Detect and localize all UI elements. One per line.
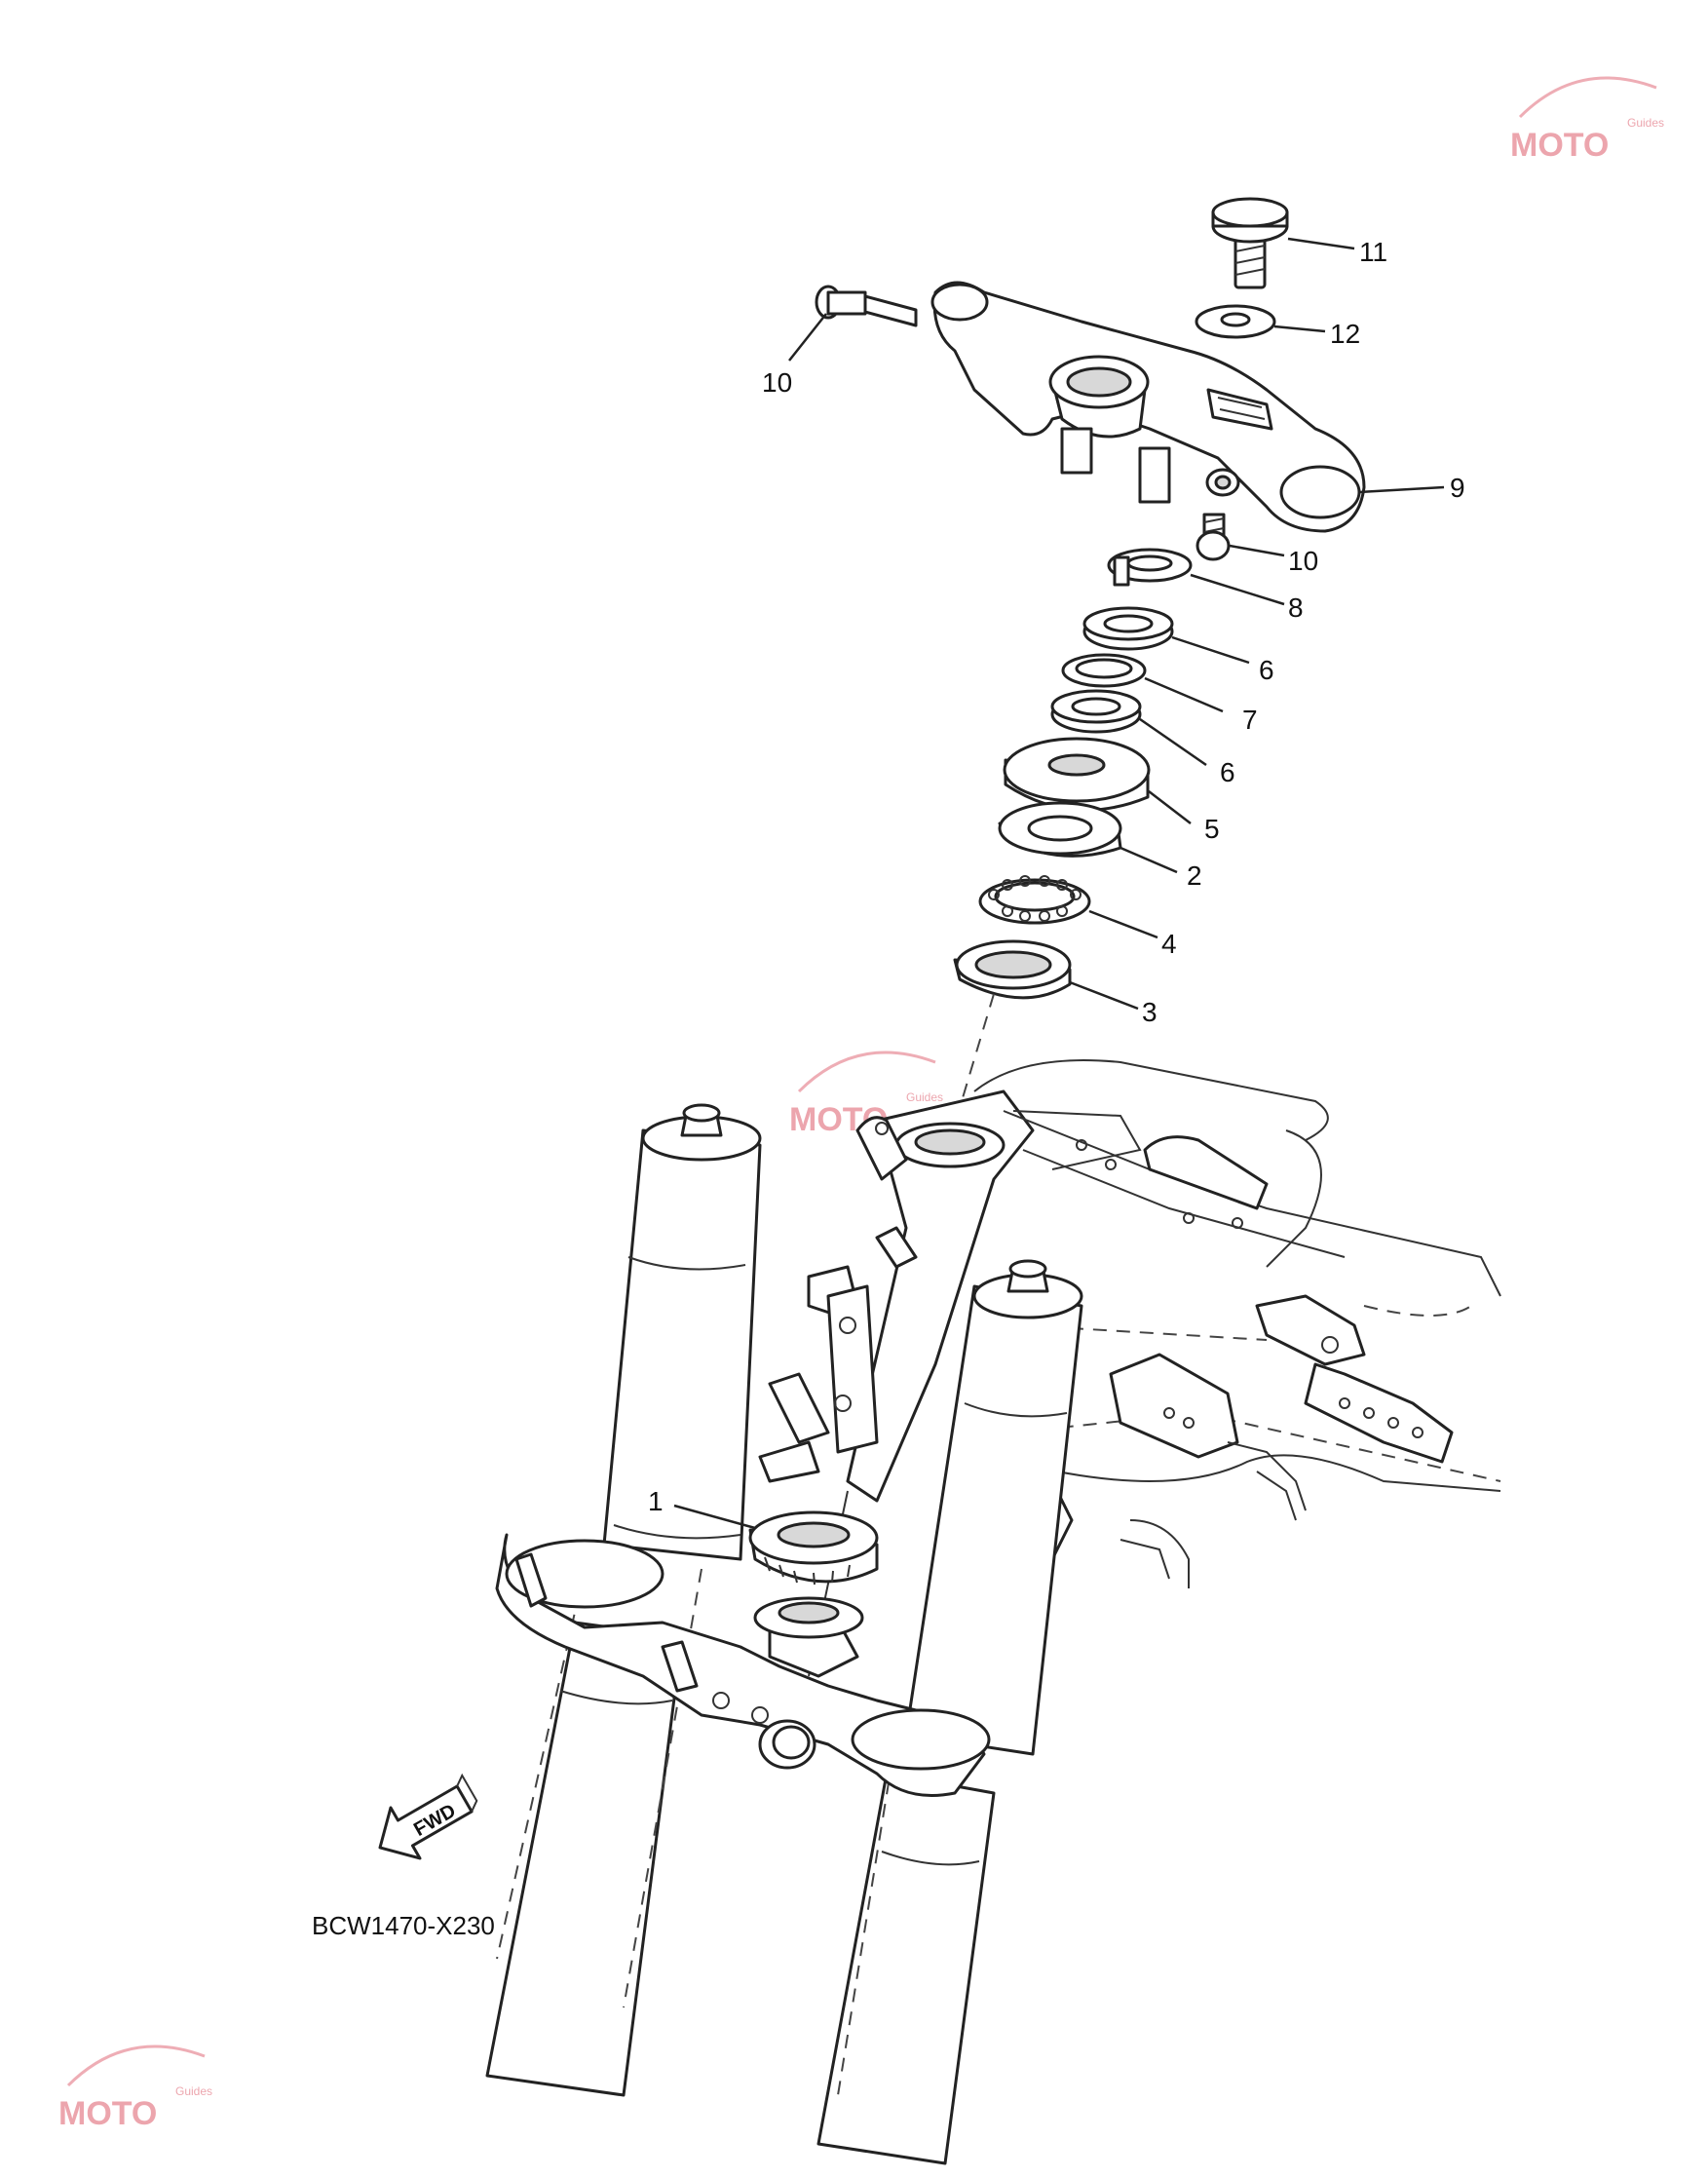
callout-6-upper: 6 — [1259, 655, 1274, 685]
fork-tube-left — [485, 1103, 762, 2097]
callout-5: 5 — [1204, 814, 1220, 844]
leader-lines — [673, 237, 1445, 1530]
under-bracket — [495, 1533, 991, 1797]
svg-text:Guides: Guides — [175, 2084, 212, 2098]
callout-3: 3 — [1142, 997, 1158, 1027]
part-5-bearing-cover — [1003, 737, 1151, 812]
leader-9 — [1358, 485, 1445, 494]
part-1-lower-bearing — [748, 1510, 879, 1586]
part-10-pinch-bolt-lower — [1196, 513, 1231, 561]
leader-12 — [1273, 325, 1326, 333]
fork-tube-right — [816, 1259, 1083, 2165]
leader-3 — [1069, 980, 1139, 1011]
part-10-pinch-bolt-upper — [815, 285, 918, 327]
part-3-outer-race — [953, 939, 1072, 1000]
leader-1 — [673, 1504, 756, 1530]
leader-6a — [1171, 635, 1250, 665]
callout-2: 2 — [1187, 860, 1202, 891]
callout-7: 7 — [1242, 705, 1258, 735]
callout-6-lower: 6 — [1220, 757, 1235, 787]
callout-12: 12 — [1330, 319, 1360, 349]
callout-1: 1 — [648, 1486, 664, 1516]
part-12-washer — [1195, 304, 1276, 339]
part-4-ball-bearing — [978, 875, 1091, 925]
part-6-ring-nut-upper — [1082, 606, 1174, 651]
leader-8 — [1190, 573, 1285, 606]
callout-10-lower: 10 — [1288, 546, 1318, 576]
leader-11 — [1287, 237, 1355, 250]
frame-bracket-right — [1255, 1294, 1454, 1464]
callout-4: 4 — [1161, 929, 1177, 959]
leader-6b — [1139, 717, 1207, 767]
watermark-top-right: MOTO Guides — [1510, 76, 1664, 164]
callout-8: 8 — [1288, 592, 1304, 623]
callout-10-upper: 10 — [762, 367, 792, 398]
part-9-upper-bracket — [930, 281, 1366, 533]
leader-7 — [1144, 676, 1224, 713]
steering-stem — [758, 1226, 918, 1677]
frame-bracket-center — [1109, 1353, 1307, 1521]
callout-labels: 11 12 10 9 10 8 6 7 6 5 2 4 3 1 — [648, 237, 1465, 1516]
leader-4 — [1088, 909, 1158, 939]
frame-head-pipe — [846, 1059, 1501, 1503]
part-7-rubber-washer — [1061, 653, 1147, 688]
leader-10a — [788, 313, 827, 362]
svg-text:MOTO: MOTO — [58, 2095, 157, 2132]
callout-11: 11 — [1359, 237, 1387, 267]
leader-2 — [1120, 846, 1178, 874]
part-8-lock-washer — [1107, 548, 1193, 587]
leader-10b — [1229, 544, 1285, 557]
part-11-stem-nut — [1211, 197, 1289, 289]
svg-text:Guides: Guides — [906, 1090, 943, 1104]
svg-text:MOTO: MOTO — [1510, 127, 1609, 164]
callout-9: 9 — [1450, 473, 1465, 503]
diagram-code: BCW1470-X230 — [312, 1911, 495, 1940]
fwd-arrow: FWD — [378, 1773, 478, 1860]
watermark-bottom-left: MOTO Guides — [58, 2044, 212, 2132]
part-6-ring-nut-lower — [1050, 689, 1142, 734]
svg-text:Guides: Guides — [1627, 116, 1664, 130]
part-2-bearing-race — [998, 801, 1122, 858]
leader-5 — [1148, 790, 1192, 824]
